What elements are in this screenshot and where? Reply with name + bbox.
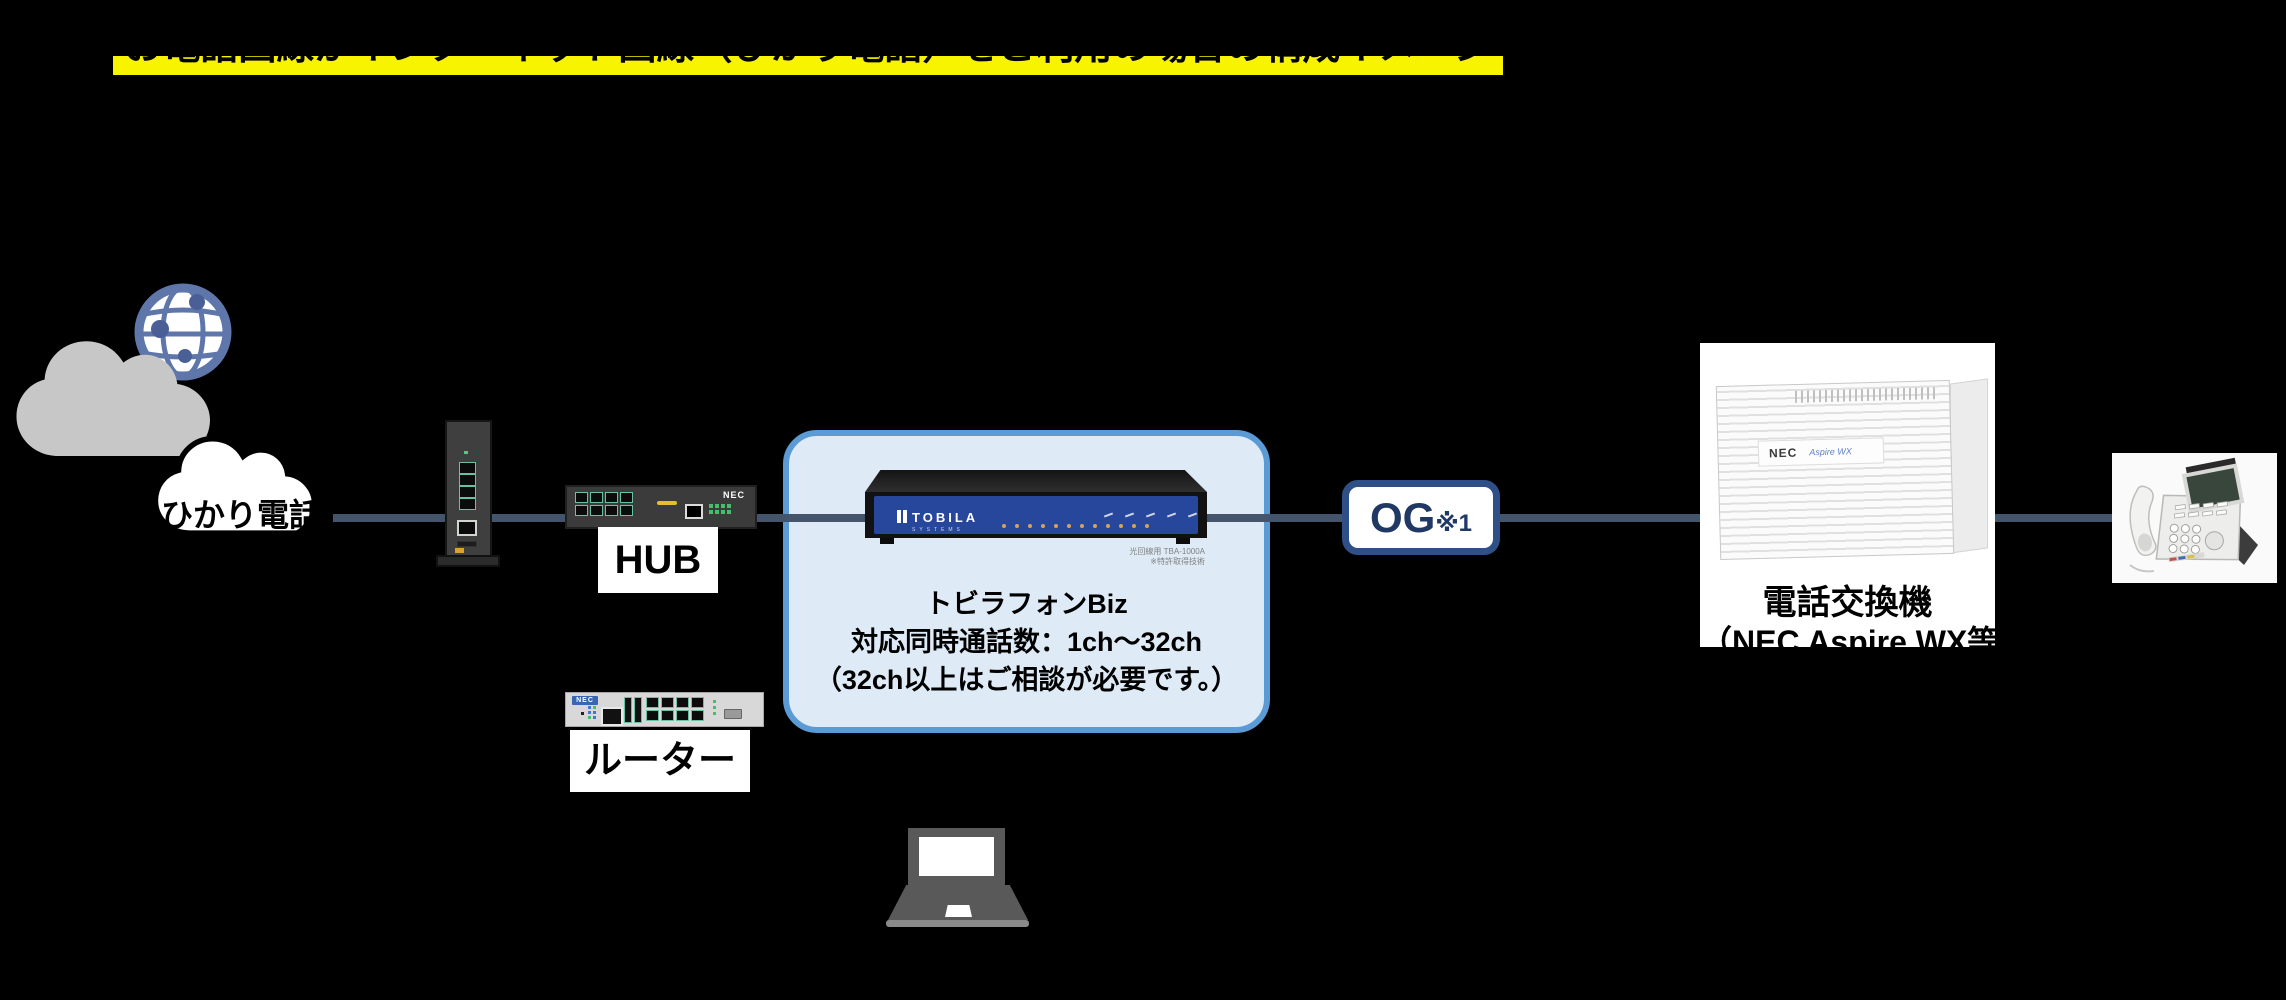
onu-stand (436, 555, 500, 567)
globe-icon (134, 283, 232, 381)
pbx-photo: NEC Aspire WX (1700, 343, 1995, 583)
tobira-device-caption: 光回線用 TBA-1000A ※特許取得技術 (1129, 547, 1205, 566)
hub-device: NEC (565, 485, 757, 529)
ethernet-port (459, 486, 476, 498)
tobira-title: トビラフォンBiz (925, 589, 1128, 619)
pbx-body (1715, 379, 1955, 561)
led-block (709, 504, 735, 514)
status-led (464, 451, 468, 454)
tobira-device-panel: TOBILA SYSTEMS (874, 496, 1198, 534)
tobira-channels: 対応同時通話数：1ch～32ch (850, 627, 1203, 657)
tobila-logo-text: TOBILA (912, 510, 979, 525)
card-slot (457, 541, 477, 547)
laptop-screen (908, 828, 1005, 885)
desk-phone-icon (2129, 457, 2258, 573)
cloud-label: ひかり電話 (160, 497, 321, 533)
phone-photo (2112, 453, 2277, 583)
panel-markings (1103, 512, 1198, 518)
uplink-port (685, 504, 703, 519)
pbx-brand-logo: NEC (1768, 445, 1798, 461)
wan-port (624, 697, 632, 723)
wan-port (457, 520, 477, 536)
pbx-label: 電話交換機 (1762, 584, 1933, 622)
hub-brand-logo: NEC (722, 490, 745, 500)
led-row (1002, 524, 1149, 528)
og-footnote: ※1 (1435, 510, 1473, 537)
pbx-sublabel: （NEC Aspire WX等） (1700, 624, 1995, 647)
tobira-device-feet (880, 538, 1190, 544)
power-led (581, 712, 584, 715)
ethernet-port-block (646, 697, 708, 721)
page-title: お電話回線がインターネット回線（ひかり電話）をご利用の場合の構成イメージ (124, 26, 1492, 68)
wan-port (634, 697, 642, 723)
onu-device (445, 420, 492, 560)
og-node: OG ※1 (1342, 480, 1500, 555)
console-port (601, 707, 623, 726)
router-label: ルーター (570, 730, 750, 792)
hub-label: HUB (598, 527, 718, 593)
label-strip (657, 501, 677, 505)
router-brand-logo: NEC (572, 696, 598, 705)
ethernet-port-block (575, 492, 637, 516)
sfp-port (724, 709, 742, 719)
led-block (588, 706, 596, 719)
pbx-side-panel (1950, 378, 1988, 554)
ethernet-port (459, 498, 476, 510)
laptop-bottom (886, 920, 1029, 927)
tobila-logo-icon (897, 509, 907, 523)
laptop-trackpad (945, 905, 972, 917)
cloud-gray-icon (16, 341, 210, 456)
ethernet-port (459, 462, 476, 474)
tobila-logo-subtext: SYSTEMS (912, 527, 964, 533)
led-column (713, 700, 716, 715)
pbx-model-text: Aspire WX (1809, 446, 1852, 458)
pbx-label-box: 電話交換機 （NEC Aspire WX等） (1700, 583, 1995, 647)
router-device: NEC (565, 692, 764, 727)
tobira-device-top (865, 470, 1207, 492)
tobila-logo: TOBILA SYSTEMS (897, 509, 978, 534)
power-led (455, 548, 464, 553)
cloud-hikari-icon (152, 435, 318, 536)
connection-line (333, 514, 2277, 522)
tobira-device: TOBILA SYSTEMS (865, 492, 1207, 538)
title-highlight-bar (113, 56, 1503, 75)
og-label: OG (1369, 493, 1436, 541)
tobira-note: （32ch以上はご相談が必要です。） (814, 665, 1239, 695)
pbx-name-plate: NEC Aspire WX (1757, 437, 1885, 467)
ethernet-port (459, 474, 476, 486)
